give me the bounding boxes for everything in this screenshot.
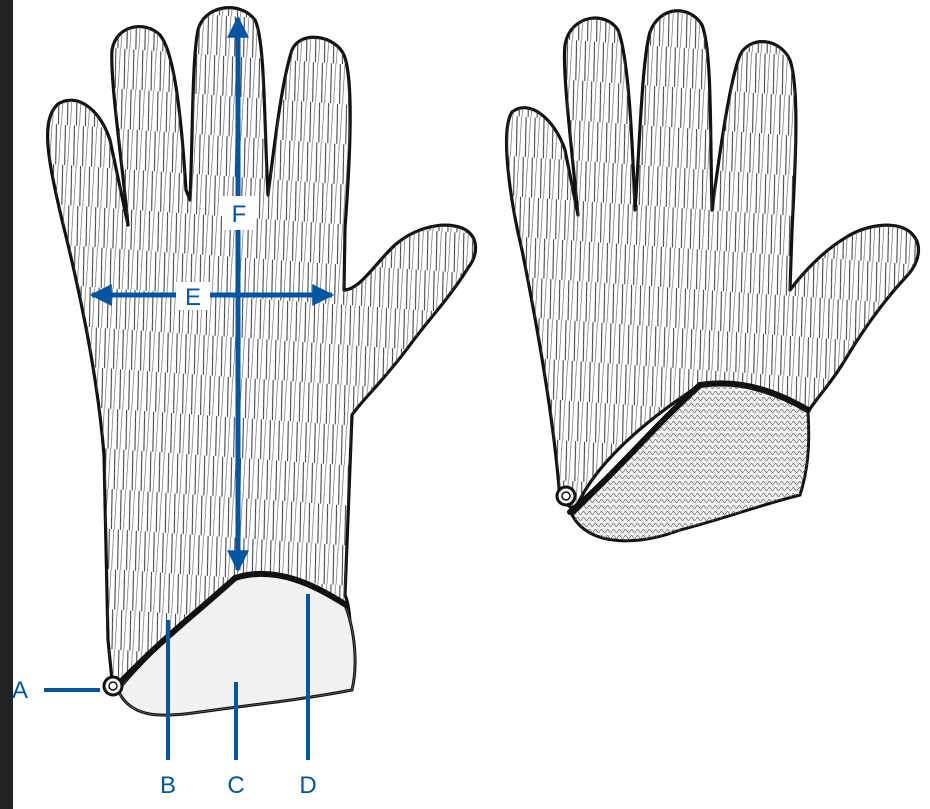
callout-e: E [185,284,201,311]
callout-b: B [160,772,176,799]
fastener-button-right [557,487,575,505]
callout-d: D [299,772,316,799]
callout-f: F [232,201,247,228]
fastener-button-left [104,677,122,695]
glove-annotated [48,8,476,716]
glove-plain [507,11,919,541]
callout-a: A [12,677,28,704]
callout-c: C [227,772,244,799]
